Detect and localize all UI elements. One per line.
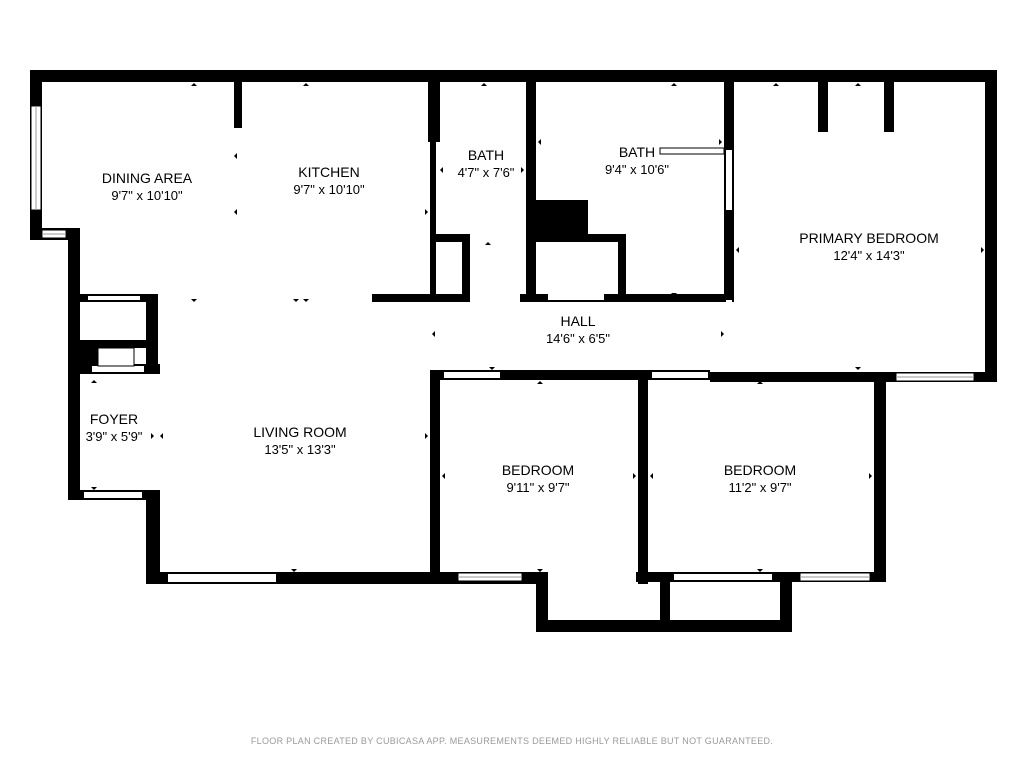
wall-top bbox=[30, 70, 997, 82]
opening-living-bottom bbox=[168, 574, 276, 582]
window-bedroom1-bottom bbox=[457, 572, 523, 582]
wall-primary-bottom bbox=[710, 372, 997, 382]
label-kitchen: KITCHEN bbox=[298, 164, 359, 180]
wall-foyer-closet-right bbox=[146, 294, 158, 372]
window-primary-bottom bbox=[895, 372, 975, 382]
windows bbox=[30, 105, 975, 582]
dimension-ticks bbox=[91, 83, 984, 572]
dims-bath-1: 4'7" x 7'6" bbox=[458, 165, 515, 180]
opening-bay2 bbox=[674, 574, 772, 580]
wall-bedrooms-top bbox=[430, 370, 710, 380]
wall-kitchen-bath bbox=[428, 70, 440, 142]
window-dining-corner bbox=[41, 229, 67, 239]
opening-primary-closet1 bbox=[736, 124, 818, 132]
wall-primary-closet1 bbox=[818, 70, 828, 132]
label-bedroom-2: BEDROOM bbox=[724, 462, 796, 478]
dims-dining-area: 9'7" x 10'10" bbox=[111, 188, 183, 203]
opening-bedroom1-door bbox=[444, 372, 500, 378]
label-bath-2: BATH bbox=[619, 144, 655, 160]
dims-hall: 14'6" x 6'5" bbox=[546, 331, 610, 346]
label-living-room: LIVING ROOM bbox=[253, 424, 346, 440]
wall-bay1-left bbox=[536, 572, 548, 632]
wall-kitchen-bath-lower bbox=[430, 142, 436, 300]
window-bath2-towel bbox=[659, 147, 725, 155]
wall-bedroom2-right bbox=[874, 372, 886, 582]
wall-hall-top-left bbox=[372, 294, 470, 302]
footer-disclaimer: FLOOR PLAN CREATED BY CUBICASA APP. MEAS… bbox=[250, 736, 774, 746]
label-dining-area: DINING AREA bbox=[102, 170, 193, 186]
wall-bay2-right bbox=[780, 572, 792, 632]
wall-closet-right bbox=[462, 234, 470, 300]
opening-front-door bbox=[84, 492, 142, 498]
wall-linen-left bbox=[526, 234, 536, 302]
dims-kitchen: 9'7" x 10'10" bbox=[293, 182, 365, 197]
label-bedroom-1: BEDROOM bbox=[502, 462, 574, 478]
opening-bath2-door bbox=[726, 150, 732, 210]
dims-bedroom-1: 9'11" x 9'7" bbox=[506, 480, 569, 495]
label-primary-bedroom: PRIMARY BEDROOM bbox=[799, 230, 939, 246]
label-bath-1: BATH bbox=[468, 147, 504, 163]
opening-bay1 bbox=[552, 574, 632, 580]
opening-linen-door bbox=[548, 294, 604, 300]
label-foyer: FOYER bbox=[90, 411, 138, 427]
window-bedroom2-bottom bbox=[799, 572, 871, 582]
exterior-walls bbox=[30, 70, 997, 632]
opening-bedroom2-door bbox=[652, 372, 708, 378]
wall-bay-divider bbox=[660, 572, 670, 632]
wall-bedrooms-divider bbox=[638, 370, 648, 584]
door-openings bbox=[84, 124, 980, 582]
opening-closet-door bbox=[456, 250, 460, 294]
opening-foyer-closet2 bbox=[92, 366, 144, 372]
window-foyer-closet bbox=[97, 347, 135, 367]
wall-dining-kitchen bbox=[234, 70, 242, 128]
wall-bath1-right bbox=[526, 70, 536, 240]
wall-foyer-side bbox=[76, 340, 98, 374]
wall-linen-right bbox=[618, 234, 626, 302]
wall-bedroom1-left bbox=[430, 370, 440, 584]
wall-foyer-closet-mid bbox=[68, 340, 158, 348]
opening-primary-closet2 bbox=[900, 124, 980, 132]
wall-bath1-bottom bbox=[430, 234, 470, 242]
dims-living-room: 13'5" x 13'3" bbox=[264, 442, 336, 457]
window-dining-left bbox=[30, 105, 42, 211]
wall-living-left bbox=[146, 490, 160, 584]
room-labels: DINING AREA 9'7" x 10'10" KITCHEN 9'7" x… bbox=[86, 144, 939, 495]
dims-bath-2: 9'4" x 10'6" bbox=[605, 162, 669, 177]
opening-foyer-closet bbox=[88, 296, 140, 300]
dims-foyer: 3'9" x 5'9" bbox=[86, 429, 143, 444]
chimney-block bbox=[530, 200, 588, 240]
label-hall: HALL bbox=[560, 313, 595, 329]
opening-primary-door bbox=[726, 300, 732, 370]
wall-right bbox=[985, 70, 997, 382]
dims-bedroom-2: 11'2" x 9'7" bbox=[728, 480, 791, 495]
opening-bath1-door bbox=[474, 236, 524, 240]
dims-primary-bedroom: 12'4" x 14'3" bbox=[833, 248, 905, 263]
wall-primary-closet2 bbox=[884, 70, 894, 132]
